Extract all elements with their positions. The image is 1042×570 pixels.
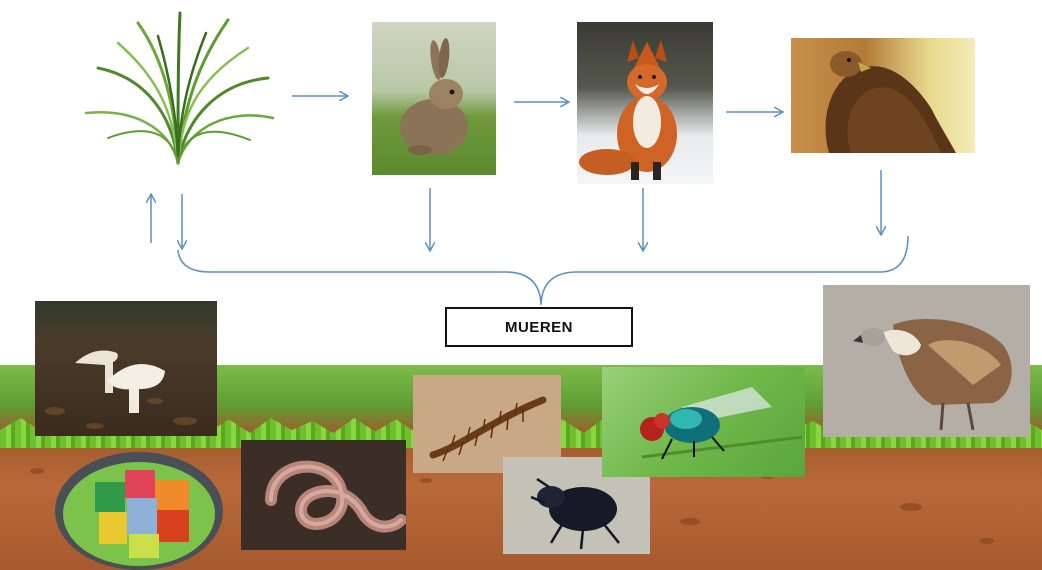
earthworm-icon (241, 440, 406, 550)
fox-icon (577, 22, 713, 184)
fly-icon (602, 367, 805, 477)
death-bracket (178, 236, 908, 305)
mushroom-icon (35, 301, 217, 436)
grass-icon (78, 8, 278, 168)
death-label: MUEREN (445, 307, 633, 347)
vulture-icon (823, 285, 1030, 437)
microorganisms-icon (55, 452, 223, 570)
rabbit-icon (372, 22, 496, 175)
eagle-icon (791, 38, 975, 153)
